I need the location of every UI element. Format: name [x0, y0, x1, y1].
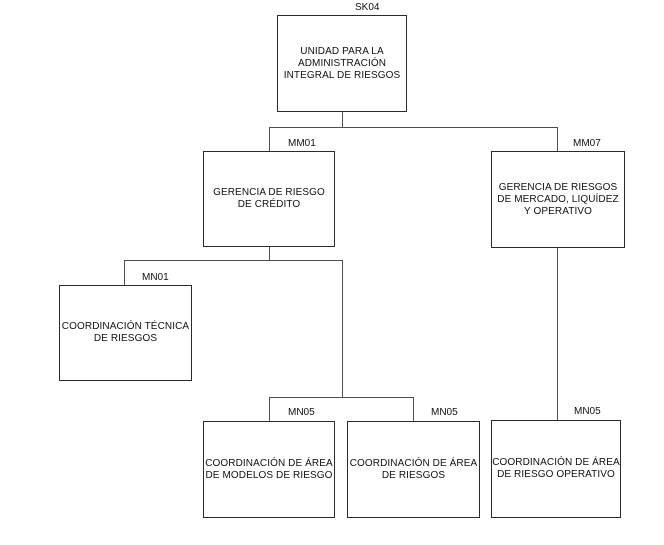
- connector-sk04-drop: [342, 112, 343, 128]
- node-code-mm07: MM07: [573, 138, 601, 149]
- connector-level2-vertical: [342, 260, 343, 398]
- connector-mm01-drop: [269, 247, 270, 261]
- node-code-mn01: MN01: [142, 272, 169, 283]
- connector-to-mm07: [557, 127, 558, 151]
- connector-to-mn05-riesgos: [413, 397, 414, 421]
- org-node-gerencia-riesgos-mercado: GERENCIA DE RIESGOS DE MERCADO, LIQUÍDEZ…: [491, 151, 625, 248]
- node-code-mm01: MM01: [288, 138, 316, 149]
- connector-level1-bus: [269, 127, 558, 128]
- connector-level2-bus: [124, 260, 343, 261]
- connector-to-mn05-operativo: [557, 248, 558, 420]
- connector-level3-bus: [269, 397, 414, 398]
- org-node-gerencia-riesgo-credito: GERENCIA DE RIESGO DE CRÉDITO: [203, 151, 335, 247]
- connector-to-mm01: [269, 127, 270, 151]
- org-node-coordinacion-riesgo-operativo: COORDINACIÓN DE ÁREA DE RIESGO OPERATIVO: [491, 420, 621, 518]
- org-node-coordinacion-area-riesgos: COORDINACIÓN DE ÁREA DE RIESGOS: [347, 421, 480, 518]
- node-code-sk04: SK04: [355, 2, 380, 13]
- node-code-mn05-riesgos: MN05: [431, 407, 458, 418]
- connector-to-mn05-modelos: [269, 397, 270, 421]
- org-node-unidad-administracion-riesgos: UNIDAD PARA LA ADMINISTRACIÓN INTEGRAL D…: [277, 15, 407, 112]
- org-node-coordinacion-tecnica-riesgos: COORDINACIÓN TÉCNICA DE RIESGOS: [59, 285, 192, 381]
- connector-to-mn01: [124, 260, 125, 285]
- org-node-coordinacion-modelos-riesgo: COORDINACIÓN DE ÁREA DE MODELOS DE RIESG…: [203, 421, 335, 518]
- node-code-mn05-operativo: MN05: [574, 406, 601, 417]
- node-code-mn05-modelos: MN05: [288, 407, 315, 418]
